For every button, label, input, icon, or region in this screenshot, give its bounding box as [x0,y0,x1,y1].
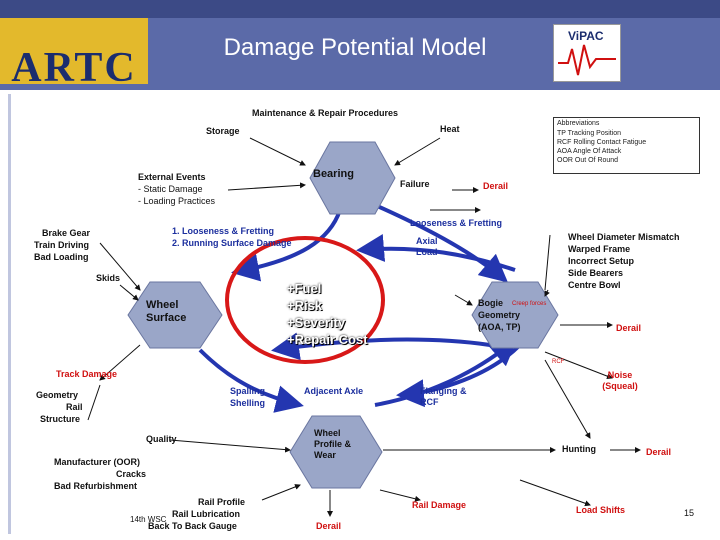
derail-top-label: Derail [483,181,509,191]
arc-bearing-to-bogie [374,203,509,283]
external-events-label: External Events [138,172,206,182]
axial-load-label: Axial Load [416,236,438,257]
static-damage-label: - Static Damage [138,184,203,194]
derail-hunting-label: Derail [646,447,672,457]
header-top-strip [0,0,720,18]
back-to-back-label: Back To Back Gauge [148,521,237,531]
rail-lubrication-label: Rail Lubrication [172,509,241,519]
flanging-label: Flanging & RCF [420,386,467,407]
heat-label: Heat [440,124,460,134]
bad-loading-label: Bad Loading [34,252,89,262]
rail-label: Rail [66,402,83,412]
red-highlight-ellipse [225,236,385,364]
node-hexagons [127,141,559,489]
arc-bogie-back [356,234,516,272]
rcf-label: RCF [552,359,565,365]
abbreviations-box: Abbreviations TP Tracking Position RCF R… [553,117,700,174]
vipac-logo-text: ViPAC [568,29,604,43]
abbreviation-row: RCF Rolling Contact Fatigue [557,139,647,146]
arc-wheel-to-profile [198,348,304,413]
rail-profile-label: Rail Profile [198,497,246,507]
loading-practices-label: - Loading Practices [138,196,216,206]
artc-logo-text: ARTC [11,45,137,91]
vipac-wave-icon [558,44,616,76]
geometry-label: Geometry [36,390,79,400]
wheel-diameter-label: Wheel Diameter Mismatch [568,232,680,242]
skids-label: Skids [96,273,121,283]
page-title: Damage Potential Model [223,34,487,61]
arc-inner [396,343,522,408]
derail-bottom-label: Derail [316,521,342,531]
wheel-profile-label: Wheel Profile & Wear [314,428,352,460]
overlay-fuel: +Fuel [287,281,322,296]
adjacent-axle-label: Adjacent Axle [304,386,364,396]
failure-label: Failure [400,179,430,189]
track-damage-label: Track Damage [56,369,118,379]
arc-bearing-to-wheel [231,209,342,282]
cracks-label: Cracks [116,469,147,479]
maintenance-label: Maintenance & Repair Procedures [252,108,399,118]
cycle-arcs [198,203,522,413]
quality-label: Quality [146,434,177,444]
page-number: 15 [684,508,695,518]
spalling-label: Spalling [230,386,266,396]
abbreviations-title: Abbreviations [557,120,600,127]
bogie-geometry-label: Geometry [478,310,521,320]
derail-mid-label: Derail [616,323,642,333]
abbreviation-row: TP Tracking Position [557,130,622,137]
load-shifts-label: Load Shifts [576,505,625,515]
warped-frame-label: Warped Frame [568,244,631,254]
noise-label: Noise (Squeal) [602,370,638,391]
wheel-surface-hexagon [127,281,223,349]
arc-profile-to-bogie [374,337,519,407]
conference-footer: 14th WSC [130,515,167,524]
bearing-label: Bearing [313,168,354,180]
structure-label: Structure [40,414,81,424]
arc-bogie-to-wheel [271,332,491,361]
overlay-severity: +Severity [287,315,346,330]
hunting-label: Hunting [562,444,596,454]
looseness-list-1: 1. Looseness & Fretting [172,226,275,236]
rail-damage-label: Rail Damage [412,500,467,510]
side-bearers-label: Side Bearers [568,268,624,278]
bad-refurbishment-label: Bad Refurbishment [54,481,138,491]
overlay-risk: +Risk [287,298,323,313]
artc-logo: ARTC [0,18,148,91]
bogie-aoa-label: (AOA, TP) [478,322,521,332]
incorrect-setup-label: Incorrect Setup [568,256,635,266]
looseness-list-2: 2. Running Surface Damage [172,238,292,248]
abbreviation-row: OOR Out Of Round [557,157,619,164]
centre-bowl-label: Centre Bowl [568,280,621,290]
looseness-fretting-label: Looseness & Fretting [410,218,503,228]
abbreviation-row: AOA Angle Of Attack [557,148,622,155]
cause-arrows [87,137,641,517]
shelling-label: Shelling [230,398,266,408]
brake-gear-label: Brake Gear [42,228,91,238]
overlay-repair-cost: +Repair Cost [287,332,368,347]
manufacturer-label: Manufacturer (OOR) [54,457,141,467]
train-driving-label: Train Driving [34,240,90,250]
storage-label: Storage [206,126,240,136]
wheel-surface-label: Wheel Surface [146,299,187,324]
vipac-logo: ViPAC [553,24,621,82]
bogie-label: Bogie [478,298,504,308]
bearing-hexagon [309,141,396,215]
bogie-hexagon [471,281,559,349]
creep-forces-label: Creep forces [512,301,547,307]
